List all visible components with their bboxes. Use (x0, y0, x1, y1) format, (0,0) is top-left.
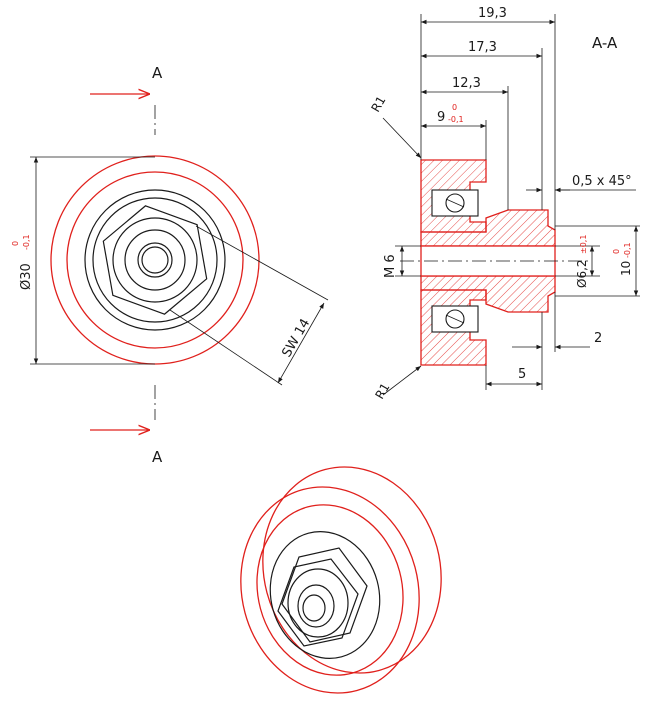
shoulder-length-dimension: 2 (512, 292, 602, 390)
wrench-size-label: SW 14 (279, 316, 313, 360)
wheel-inner-circle (66, 171, 244, 349)
bearing-width-dimension: 9 0 -0,1 (421, 103, 486, 129)
outer-diameter-label: Ø30 (19, 263, 34, 290)
iso-hex-nut (281, 547, 368, 643)
length-12-3-label: 12,3 (452, 76, 481, 91)
iso-bearing (269, 531, 381, 659)
bore-diameter-tol: ±0,1 (579, 235, 588, 254)
chamfer-label: 0,5 x 45° (572, 174, 632, 189)
hub-length-label: 5 (518, 367, 526, 382)
length-17-3-label: 17,3 (468, 40, 497, 55)
outer-diameter-tol-lower: -0,1 (22, 234, 31, 250)
cut-label-top: A (152, 64, 163, 82)
iso-hex-nut-front (277, 558, 359, 647)
shaft-diameter-label: 10 (619, 261, 633, 276)
bore-diameter-dimension: Ø6,2 ±0,1 (555, 235, 600, 288)
bearing-circle (84, 189, 226, 331)
front-view: A A Ø30 0 -0,1 (11, 64, 329, 466)
shaft-diameter-dimension: 10 0 -0,1 (555, 225, 640, 297)
iso-wheel-front (240, 486, 420, 694)
iso-nut-face (287, 568, 349, 638)
bearing-width-label: 9 (437, 110, 445, 125)
isometric-view (240, 466, 442, 694)
bore-section (420, 245, 556, 277)
thread-dimension: M 6 (383, 245, 421, 278)
wheel-outer-circle (50, 155, 260, 365)
nut-face-circle (124, 229, 186, 291)
hub-lower-hatch (420, 275, 556, 313)
radius-top-label: R1 (368, 94, 388, 115)
bearing-inner-circle (92, 197, 218, 323)
hub-length-dimension: 5 (485, 365, 542, 390)
shaft-diameter-tol-upper: 0 (612, 249, 621, 254)
section-view: A-A 19,3 (368, 6, 640, 402)
overall-length-dimension: 19,3 (421, 6, 555, 25)
outer-diameter-tol-upper: 0 (11, 241, 20, 246)
bearing-width-tol-lower: -0,1 (448, 115, 464, 124)
chamfer-dimension: 0,5 x 45° (526, 174, 636, 193)
radius-top: R1 (368, 94, 422, 159)
cut-marker-top: A (90, 64, 163, 94)
iso-bore-inner (302, 594, 326, 622)
length-12-3-dimension: 12,3 (421, 76, 508, 95)
bore-diameter-label: Ø6,2 (575, 259, 589, 288)
shoulder-length-label: 2 (594, 331, 602, 346)
outer-diameter-dimension: Ø30 0 -0,1 (11, 156, 155, 365)
washer-circle (112, 217, 198, 303)
iso-wheel-back (262, 466, 442, 674)
section-view-label: A-A (592, 34, 618, 52)
bore-inner-circle (141, 246, 169, 274)
radius-bottom: R1 (372, 365, 422, 402)
iso-wheel-inner (256, 504, 404, 676)
bearing-width-tol-upper: 0 (452, 103, 457, 112)
shaft-diameter-tol-lower: -0,1 (623, 242, 632, 258)
overall-length-label: 19,3 (478, 6, 507, 21)
hex-nut (102, 205, 208, 315)
iso-bore-outer (297, 584, 335, 628)
cut-label-bottom: A (152, 448, 163, 466)
thread-label: M 6 (383, 254, 398, 278)
bearing-upper (431, 189, 479, 217)
length-17-3-dimension: 17,3 (421, 40, 542, 59)
bearing-lower (431, 305, 479, 333)
bore-circle (137, 242, 173, 278)
radius-bottom-label: R1 (372, 381, 392, 402)
cut-marker-bottom: A (90, 430, 163, 466)
